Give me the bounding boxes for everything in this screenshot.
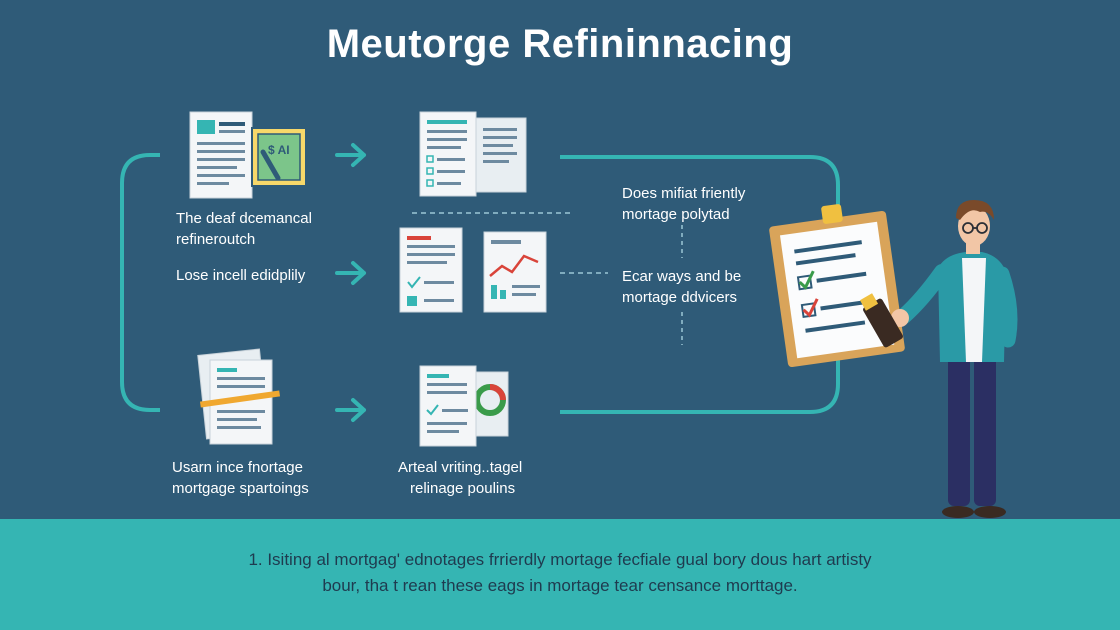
document-icon (399, 227, 463, 313)
step-label-3-line-1: Usarn ince fnortage (172, 459, 303, 476)
left-bracket (120, 153, 160, 412)
step-label-3-line-2: mortgage spartoings (172, 480, 309, 497)
step-label-4-line-2: relinage poulins (410, 480, 516, 497)
note-label-1-line-2: mortage polytad (622, 206, 730, 223)
footer-band (0, 519, 1120, 630)
chart-document-icon (483, 231, 547, 313)
page-title: Meutorge Refininnacing (326, 22, 794, 66)
step-label-1-line-2: refineroutch (176, 231, 256, 248)
step-label-2-line-1: Lose incell edidplily (176, 267, 306, 284)
note-label-2-line-1: Ecar ways and be (622, 268, 742, 285)
arrow-right-icon (335, 143, 366, 167)
note-label-2: Ecar ways and be mortage ddvicers (622, 266, 741, 308)
footer-text-line-1: 1. Isiting al mortgag' ednotages frrierd… (248, 550, 872, 569)
arrow-right-icon (335, 398, 366, 422)
note-label-1-line-1: Does mifiat friently (622, 185, 746, 202)
step-label-3: Usarn ince fnortage mortgage spartoings (172, 457, 309, 499)
money-note-label: $ AI (268, 143, 290, 157)
note-label-2-line-2: mortage ddvicers (622, 289, 738, 306)
step-label-2: Lose incell edidplily (176, 265, 305, 286)
document-icon (197, 348, 281, 445)
document-icon (419, 111, 527, 197)
footer-text-line-2: bour, tha t rean these eags in mortage t… (322, 576, 798, 595)
note-label-1: Does mifiat friently mortage polytad (622, 183, 745, 225)
step-label-1-line-1: The deaf dcemancal (176, 210, 312, 227)
step-label-1: The deaf dcemancal refineroutch (176, 208, 312, 250)
money-note-icon (251, 127, 307, 187)
step-label-4-line-1: Arteal vriting..tagel (398, 459, 523, 476)
clipboard-icon (769, 204, 905, 368)
document-icon (419, 365, 509, 447)
person-illustration (859, 200, 1018, 518)
document-icon (189, 111, 253, 199)
arrow-right-icon (335, 261, 366, 285)
step-label-4: Arteal vriting..tagel relinage poulins (398, 457, 522, 499)
footer-text: 1. Isiting al mortgag' ednotages frrierd… (0, 547, 1120, 599)
